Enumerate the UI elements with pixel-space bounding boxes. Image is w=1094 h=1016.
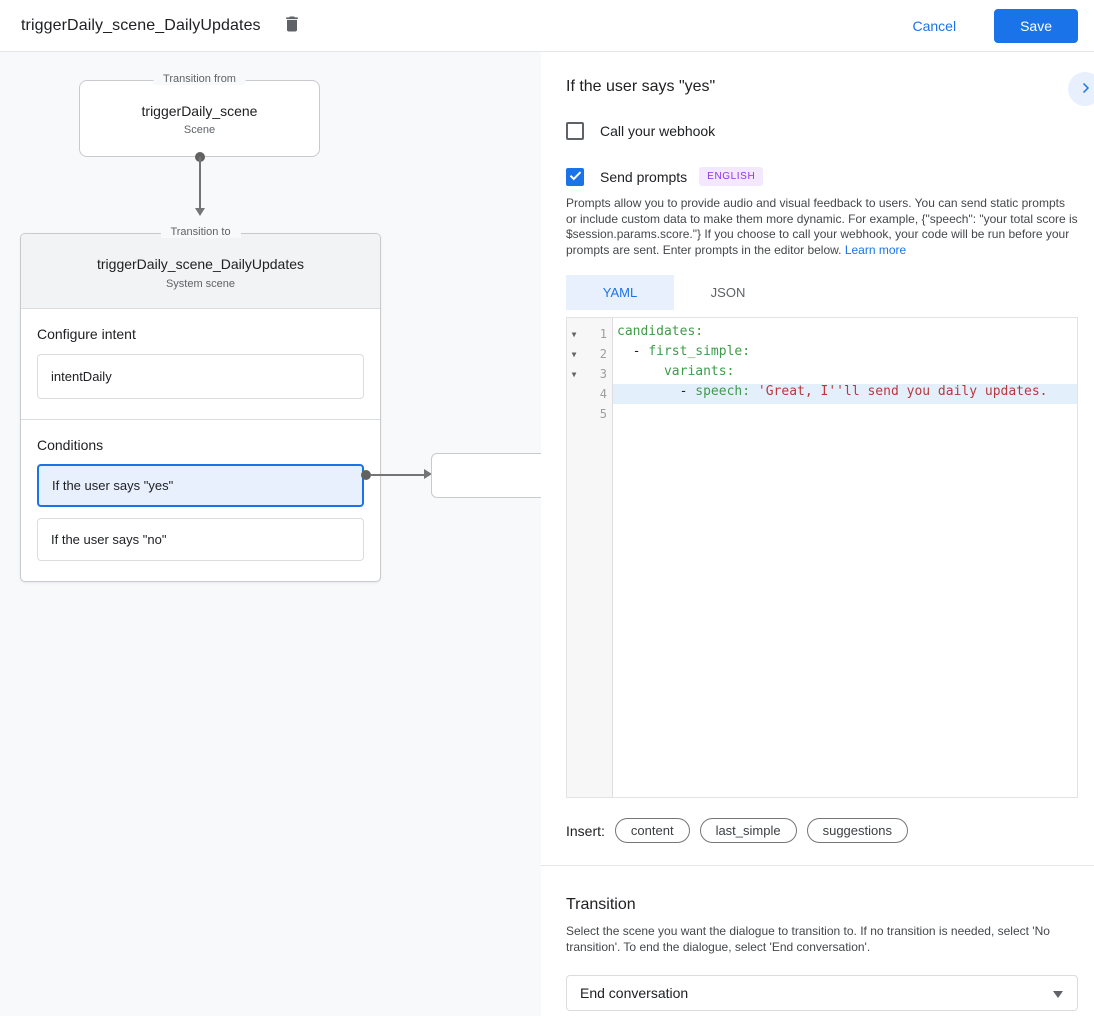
arrow-down-icon	[195, 208, 205, 216]
condition-item[interactable]: If the user says "yes"	[37, 464, 364, 507]
panel-heading-row: If the user says "yes"	[566, 72, 1094, 106]
configure-intent-label: Configure intent	[37, 326, 136, 342]
intent-item[interactable]: intentDaily	[37, 354, 364, 399]
connector-line-vertical	[199, 157, 201, 209]
gutter-row: ▼1	[567, 324, 612, 344]
line-number: 5	[599, 407, 607, 421]
insert-pills: content last_simple suggestions	[605, 818, 908, 843]
cancel-button[interactable]: Cancel	[896, 10, 972, 42]
collapse-panel-button[interactable]	[1068, 72, 1094, 106]
code-token: -	[617, 344, 649, 359]
code-token: -	[617, 384, 696, 399]
top-bar: triggerDaily_scene_DailyUpdates Cancel S…	[0, 0, 1094, 52]
arrow-right-icon	[424, 469, 432, 479]
webhook-row: Call your webhook	[566, 122, 1078, 140]
transition-from-node[interactable]: Transition from triggerDaily_scene Scene	[79, 73, 320, 157]
code-token: first_simple:	[648, 344, 751, 359]
line-number: 2	[599, 347, 607, 361]
line-number: 4	[599, 387, 607, 401]
dropdown-caret-icon	[1053, 991, 1063, 998]
condition-item[interactable]: If the user says "no"	[37, 518, 364, 561]
fold-arrow-icon[interactable]: ▼	[571, 349, 577, 359]
tab-json[interactable]: JSON	[674, 275, 782, 310]
card-divider	[21, 419, 380, 420]
condition-editor-panel: If the user says "yes" Call your webhook…	[541, 52, 1094, 1016]
send-prompts-checkbox[interactable]	[566, 167, 584, 186]
gutter-row: 5	[567, 404, 612, 424]
send-prompts-label: Send prompts	[600, 168, 688, 185]
gutter-row: ▼3	[567, 364, 612, 384]
gutter-row: 4	[567, 384, 612, 404]
transition-select-value: End conversation	[580, 985, 689, 1001]
line-number: 1	[599, 327, 607, 341]
code-token: 'Great, I''ll send you daily updates.	[757, 384, 1048, 399]
chevron-right-icon	[1076, 79, 1094, 100]
insert-pill-suggestions[interactable]: suggestions	[806, 818, 908, 843]
code-token	[750, 384, 758, 399]
webhook-label: Call your webhook	[600, 123, 716, 139]
send-prompts-row: Send prompts ENGLISH	[566, 167, 1078, 186]
fold-arrow-icon[interactable]: ▼	[571, 329, 577, 339]
save-button[interactable]: Save	[994, 8, 1078, 43]
editor-code-area[interactable]: candidates: - first_simple: variants: - …	[613, 318, 1077, 797]
scene-diagram-panel: Transition from triggerDaily_scene Scene…	[0, 52, 541, 1016]
code-token	[617, 364, 664, 379]
prompts-description-text: Prompts allow you to provide audio and v…	[566, 196, 1078, 257]
transition-description: Select the scene you want the dialogue t…	[566, 924, 1050, 954]
insert-pill-content[interactable]: content	[614, 818, 690, 843]
code-token: speech:	[695, 384, 751, 399]
conditions-list: If the user says "yes" If the user says "…	[37, 464, 364, 561]
condition-connector-dot	[361, 470, 371, 480]
code-line[interactable]: candidates:	[613, 324, 1077, 344]
gutter-row: ▼2	[567, 344, 612, 364]
scene-card-body: Configure intent intentDaily Conditions …	[21, 309, 380, 581]
from-node-title: triggerDaily_scene	[141, 103, 258, 119]
transition-heading: Transition	[566, 896, 636, 913]
connector-line-horizontal	[371, 474, 425, 476]
code-line[interactable]	[613, 404, 1077, 424]
webhook-checkbox[interactable]	[566, 122, 584, 140]
code-token: variants:	[663, 364, 735, 379]
line-number: 3	[599, 367, 607, 381]
insert-row: Insert: content last_simple suggestions	[566, 818, 1078, 843]
panel-divider	[541, 865, 1094, 866]
conditions-label: Conditions	[37, 437, 104, 453]
trash-icon	[282, 14, 302, 37]
fold-arrow-icon[interactable]: ▼	[571, 369, 577, 379]
code-line[interactable]: - speech: 'Great, I''ll send you daily u…	[613, 384, 1077, 404]
linked-node-stub[interactable]	[431, 453, 541, 498]
prompts-description: Prompts allow you to provide audio and v…	[566, 196, 1078, 258]
scene-card-header[interactable]: triggerDaily_scene_DailyUpdates System s…	[21, 234, 380, 309]
insert-label: Insert:	[566, 822, 605, 839]
transition-to-legend: Transition to	[160, 226, 241, 238]
code-line[interactable]: - first_simple:	[613, 344, 1077, 364]
code-line[interactable]: variants:	[613, 364, 1077, 384]
insert-pill-last_simple[interactable]: last_simple	[699, 818, 797, 843]
transition-to-card: Transition to triggerDaily_scene_DailyUp…	[20, 226, 381, 582]
panel-title: If the user says "yes"	[566, 78, 716, 95]
to-node-subtitle: System scene	[165, 278, 236, 290]
transition-select[interactable]: End conversation	[566, 975, 1078, 1011]
language-badge: ENGLISH	[699, 167, 764, 186]
page-title: triggerDaily_scene_DailyUpdates	[21, 16, 261, 34]
transition-from-legend: Transition from	[153, 73, 246, 85]
learn-more-link[interactable]: Learn more	[844, 242, 907, 257]
tab-yaml[interactable]: YAML	[566, 275, 674, 310]
check-icon	[569, 168, 582, 186]
from-node-subtitle: Scene	[183, 124, 216, 136]
to-node-title: triggerDaily_scene_DailyUpdates	[97, 256, 304, 272]
delete-scene-button[interactable]	[275, 9, 309, 43]
code-token: candidates:	[617, 324, 704, 339]
